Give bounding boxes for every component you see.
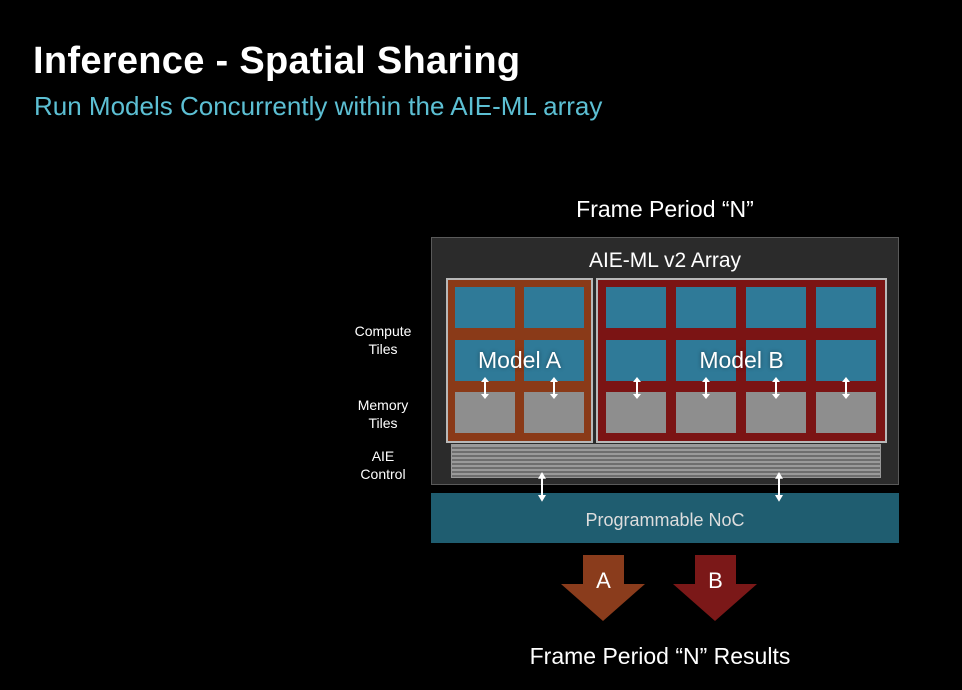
- compute-tiles-label: Compute Tiles: [338, 322, 428, 358]
- compute-tile: [816, 340, 876, 381]
- compute-tile: [606, 340, 666, 381]
- compute-tile: [746, 340, 806, 381]
- aie-array-label: AIE-ML v2 Array: [588, 249, 742, 272]
- double-arrow-icon: [771, 376, 781, 400]
- programmable-noc: [431, 493, 899, 543]
- label-line: Compute: [354, 323, 412, 339]
- results-label: Frame Period “N” Results: [529, 643, 791, 669]
- compute-tile: [455, 340, 515, 381]
- slide-subtitle: Run Models Concurrently within the AIE-M…: [34, 91, 603, 121]
- output-b-label: B: [708, 568, 723, 593]
- aie-control-bar: [451, 444, 881, 478]
- double-arrow-icon: [701, 376, 711, 400]
- noc-link-arrows: [536, 470, 785, 504]
- compute-tile: [816, 287, 876, 328]
- compute-tile: [606, 287, 666, 328]
- compute-tile: [746, 287, 806, 328]
- slide-title: Inference - Spatial Sharing: [33, 40, 521, 82]
- output-a-label: A: [596, 568, 611, 593]
- double-arrow-icon: [480, 376, 490, 400]
- compute-tile: [676, 287, 736, 328]
- model-a-label: Model A: [477, 347, 562, 373]
- memory-tiles-label: Memory Tiles: [338, 396, 428, 432]
- double-arrow-icon: [632, 376, 642, 400]
- model-a-group: [446, 278, 593, 443]
- double-arrow-icon: [773, 470, 785, 504]
- double-arrow-icon: [549, 376, 559, 400]
- label-line: Memory: [357, 397, 409, 413]
- double-arrow-icon: [536, 470, 548, 504]
- noc-label: Programmable NoC: [585, 510, 745, 530]
- label-line: AIE: [371, 448, 395, 464]
- double-arrow-icon: [841, 376, 851, 400]
- memory-tile: [606, 392, 666, 433]
- frame-period-label: Frame Period “N”: [576, 196, 754, 222]
- compute-tile: [455, 287, 515, 328]
- compute-tile: [524, 340, 584, 381]
- label-line: Control: [360, 466, 406, 482]
- model-b-label: Model B: [699, 347, 784, 373]
- compute-tile: [676, 340, 736, 381]
- tile-link-arrows: [480, 376, 851, 400]
- output-b-arrow-icon: [673, 555, 757, 621]
- model-b-group: [596, 278, 887, 443]
- compute-tile: [524, 287, 584, 328]
- label-line: Tiles: [368, 415, 398, 431]
- aie-control-label: AIE Control: [338, 447, 428, 483]
- label-line: Tiles: [368, 341, 398, 357]
- output-a-arrow-icon: [561, 555, 645, 621]
